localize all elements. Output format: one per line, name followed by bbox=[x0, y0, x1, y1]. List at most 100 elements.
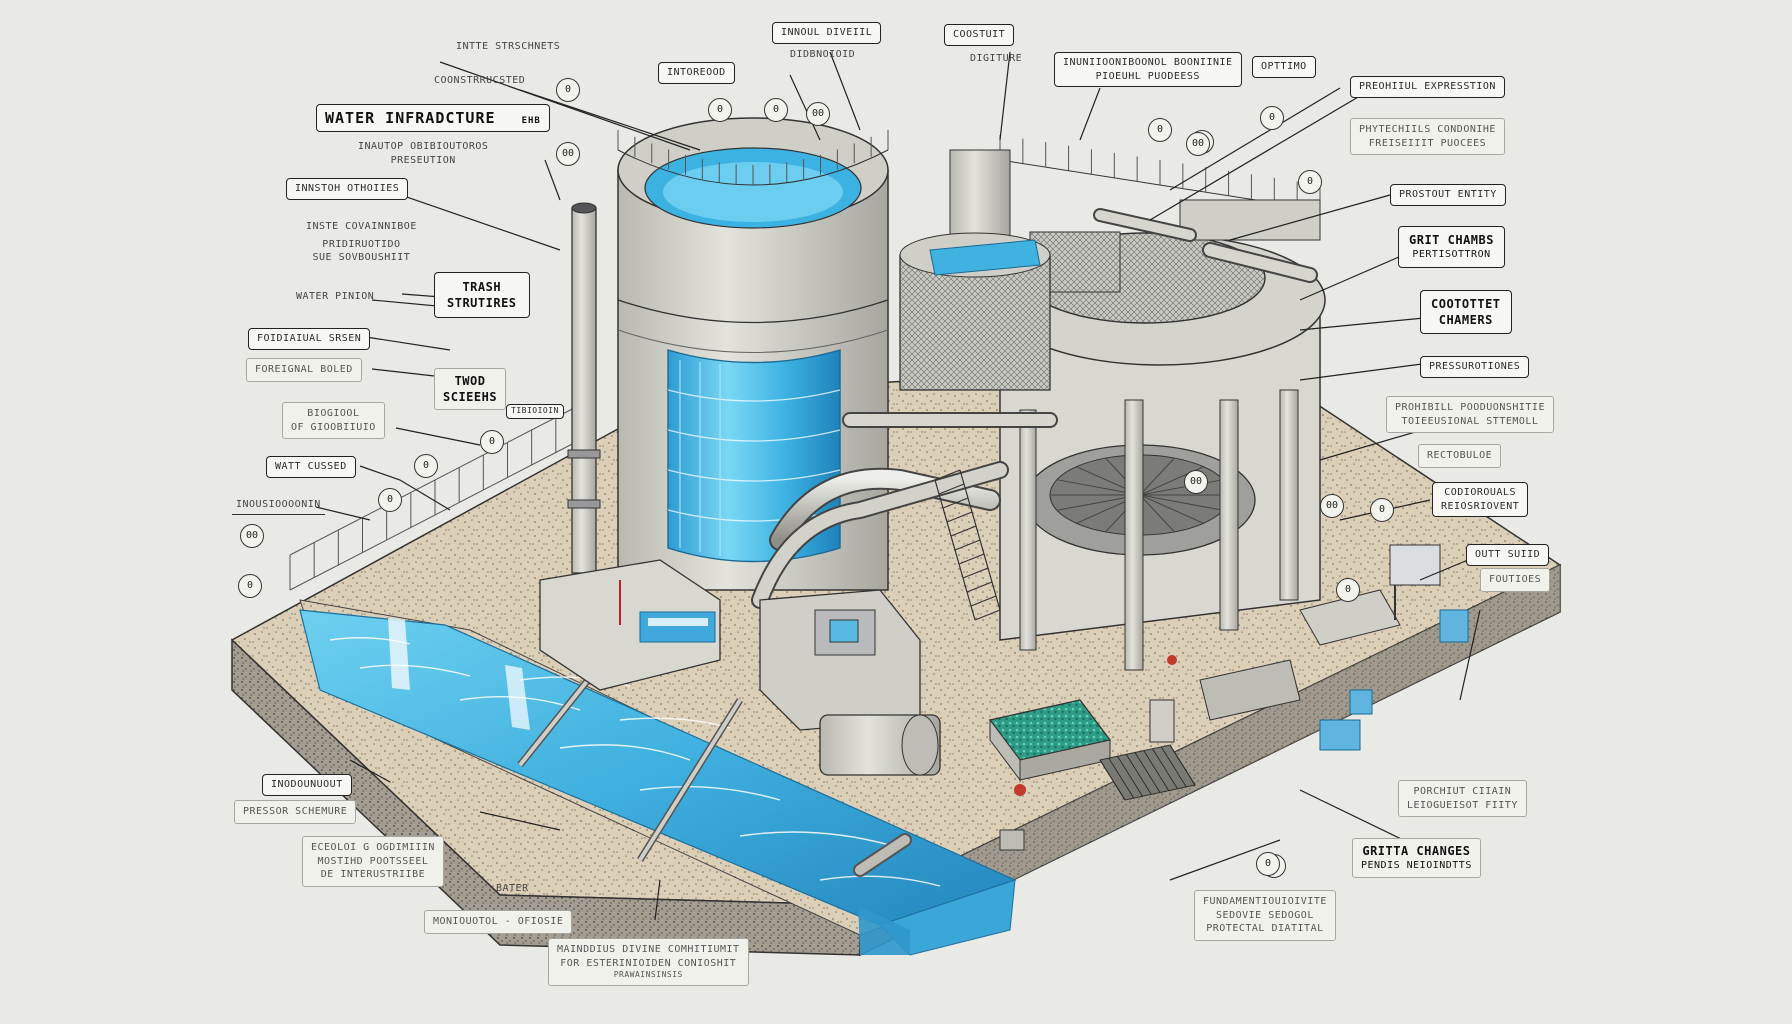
procedural-line-2: LEIOGUEISOT FIITY bbox=[1407, 799, 1518, 811]
label-intake-structures: INTTE STRSCHNETS bbox=[456, 41, 561, 52]
label-optimo: OPTTIMO bbox=[1252, 56, 1316, 78]
access-stair bbox=[934, 469, 1001, 621]
label-contour: COOSTUIT bbox=[944, 24, 1015, 46]
label-trash-structures: TRASH STRUTIRES bbox=[434, 272, 530, 319]
water-channel bbox=[299, 587, 1017, 956]
label-physical: PHYTECHIILS CONDONIHE FREISEIIIT PUOCEES bbox=[1350, 118, 1505, 155]
process-line-2: TOIEEUSIONAL STTEMOLL bbox=[1401, 415, 1539, 427]
primary-tank bbox=[617, 117, 889, 591]
marker-21: 0 bbox=[1256, 852, 1280, 876]
controls-line-1: CODIOROUALS bbox=[1444, 487, 1516, 498]
marker-18: 0 bbox=[1336, 578, 1360, 602]
label-top-box: INNOUL DIVEIIL bbox=[772, 22, 882, 44]
title-suffix: ЕНB bbox=[521, 116, 541, 126]
filter-beds bbox=[988, 699, 1196, 801]
label-bottom-note: MAINDDIUS DIVINE COMHITIUMIT FOR ESTERIN… bbox=[548, 938, 749, 986]
ecological-line-3: DE INTERUSTRIIBE bbox=[320, 869, 426, 880]
label-pressurization: PRESSUROTIONES bbox=[1420, 356, 1530, 378]
two-screens-line-2: SCIEEHS bbox=[443, 390, 498, 405]
label-water-guard: WATT CUSSED bbox=[266, 456, 356, 478]
under-line-1: INSTE COVAINNIBOE bbox=[306, 221, 417, 232]
marker-17: 00 bbox=[1320, 494, 1344, 518]
marker-4: 00 bbox=[806, 102, 830, 126]
under-line-3: SUE SOVBOUSHIIT bbox=[312, 252, 411, 263]
marker-7: 0 bbox=[1260, 106, 1284, 130]
label-top-left-tag: INTOREOOD bbox=[658, 62, 735, 84]
contact-line-1: COOTOTTET bbox=[1431, 297, 1501, 311]
label-ecological: ECEOLOI G OGDIMIIIN MOSTIHD POOTSSEEL DE… bbox=[302, 836, 444, 887]
label-under-group: INSTE COVAINNIBOE PRIDIRUOTIDO SUE SOVBO… bbox=[302, 218, 421, 267]
physical-line-1: PHYTECHIILS CONDONIHE bbox=[1359, 124, 1496, 135]
marker-3: 0 bbox=[764, 98, 788, 122]
marker-1: 0 bbox=[556, 78, 580, 102]
label-pressure-entry: PROSTOUT ENTITY bbox=[1390, 184, 1506, 206]
label-monument: INODOUNUOUT bbox=[262, 774, 352, 796]
perimeter-fence bbox=[289, 404, 581, 591]
marker-9: 00 bbox=[1186, 132, 1210, 156]
label-top-box-sub: DIDBNOIOID bbox=[790, 49, 856, 60]
two-screens-line-1: TWOD bbox=[454, 374, 486, 388]
secondary-clarifier bbox=[949, 135, 1326, 671]
label-outlet-guard: OUTT SUIID bbox=[1466, 544, 1550, 566]
label-ground-line: INOUSIOOOONIN bbox=[232, 496, 325, 515]
marker-11: 0 bbox=[480, 430, 504, 454]
under-line-2: PRIDIRUOTIDO bbox=[322, 238, 401, 250]
mesh-drum bbox=[899, 232, 1051, 391]
bottom-line-3: PRAWAINSINSIS bbox=[613, 970, 683, 979]
label-preliminary: PREOHIIUL EXPRESSTION bbox=[1350, 76, 1505, 98]
marker-10: 0 bbox=[1298, 170, 1322, 194]
label-title: WATER INFRADCTURE ЕНB bbox=[316, 104, 550, 133]
ecological-line-1: ECEOLOI G OGDIMIIIN bbox=[311, 842, 435, 853]
grit-change-line-2: PENDIS NEIOINDTTS bbox=[1361, 860, 1472, 872]
biological-line-1: BIOGIOOL bbox=[307, 408, 360, 419]
label-controls: CODIOROUALS REIOSRIOVENT bbox=[1432, 482, 1529, 517]
label-digitiure: DIGITURE bbox=[970, 53, 1023, 64]
label-subtitle: INAUTOP OBIBIOUTOROS PRESEUTION bbox=[354, 138, 492, 169]
label-environmental: INUNIIOONIBOONOL BOONIINIE PIOEUHL PUODE… bbox=[1054, 52, 1242, 87]
marker-6: 0 bbox=[1148, 118, 1172, 142]
fundamental-line-3: PROTECTAL DIATITAL bbox=[1206, 923, 1324, 934]
label-fundamental: FUNDAMENTIOUIOIVITE SEDOVIE SEDOGOL PROT… bbox=[1194, 890, 1336, 941]
label-fountains: FOUTIOES bbox=[1480, 568, 1551, 592]
label-procedural: PORCHIUT CIIAIN LEIOGUEISOT FIITY bbox=[1398, 780, 1527, 817]
marker-14: 0 bbox=[378, 488, 402, 512]
marker-15: 0 bbox=[238, 574, 262, 598]
vent-stack bbox=[567, 202, 601, 574]
label-biological: BIOGIOOL OF GIOOBIIUIO bbox=[282, 402, 385, 439]
bottom-line-2: FOR ESTERINIOIDEN CONIOSHIT bbox=[560, 957, 737, 969]
label-process: PROHIBILL POODUONSHITIE TOIEEUSIONAL STT… bbox=[1386, 396, 1554, 433]
equipment-yard bbox=[619, 544, 1469, 851]
subtitle-line-1: INAUTOP OBIBIOUTOROS bbox=[358, 141, 489, 152]
label-intake-stations: INNSTOH OTHOIIES bbox=[286, 178, 409, 200]
environmental-line-1: INUNIIOONIBOONOL BOONIINIE bbox=[1063, 57, 1233, 68]
trash-line-2: STRUTIRES bbox=[447, 296, 517, 311]
fundamental-line-1: FUNDAMENTIOUIOIVITE bbox=[1203, 896, 1327, 907]
label-grit-change: GRITTA CHANGES PENDIS NEIOINDTTS bbox=[1352, 838, 1481, 878]
label-monitoring: MONIOUOTOL - OFIOSIE bbox=[424, 910, 573, 934]
environmental-line-2: PIOEUHL PUODEESS bbox=[1095, 70, 1200, 82]
label-grit-chamber: GRIT CHAMBS PERTISOTTRON bbox=[1398, 226, 1505, 268]
procedural-line-1: PORCHIUT CIIAIN bbox=[1413, 786, 1512, 797]
label-contact-chamber: COOTOTTET CHAMERS bbox=[1420, 290, 1512, 335]
marker-19: 00 bbox=[1184, 470, 1208, 494]
physical-line-2: FREISEIIIT PUOCEES bbox=[1368, 137, 1487, 149]
grit-chamber-line-2: PERTISOTTRON bbox=[1412, 249, 1491, 261]
label-rectangular: RECTOBULOE bbox=[1418, 444, 1502, 468]
grit-change-line-1: GRITTA CHANGES bbox=[1362, 844, 1471, 858]
label-formal-zone: FOREIGNAL BOLED bbox=[246, 358, 362, 382]
trash-line-1: TRASH bbox=[462, 280, 502, 294]
pump-house bbox=[539, 559, 941, 776]
marker-5: 00 bbox=[556, 142, 580, 166]
label-constructed: COONSTRRUCSTED bbox=[434, 75, 526, 86]
label-foundation-screen: FOIDIAIUAL SRSEN bbox=[248, 328, 371, 350]
marker-2: 0 bbox=[708, 98, 732, 122]
marker-12: 0 bbox=[414, 454, 438, 478]
bottom-line-1: MAINDDIUS DIVINE COMHITIUMIT bbox=[557, 944, 740, 955]
label-two-screens: TWOD SCIEEHS bbox=[434, 368, 507, 411]
pipe-network bbox=[751, 208, 1318, 609]
process-line-1: PROHIBILL POODUONSHITIE bbox=[1395, 402, 1545, 413]
label-water-tag: BATER bbox=[496, 883, 529, 894]
biological-line-2: OF GIOOBIIUIO bbox=[291, 421, 376, 433]
